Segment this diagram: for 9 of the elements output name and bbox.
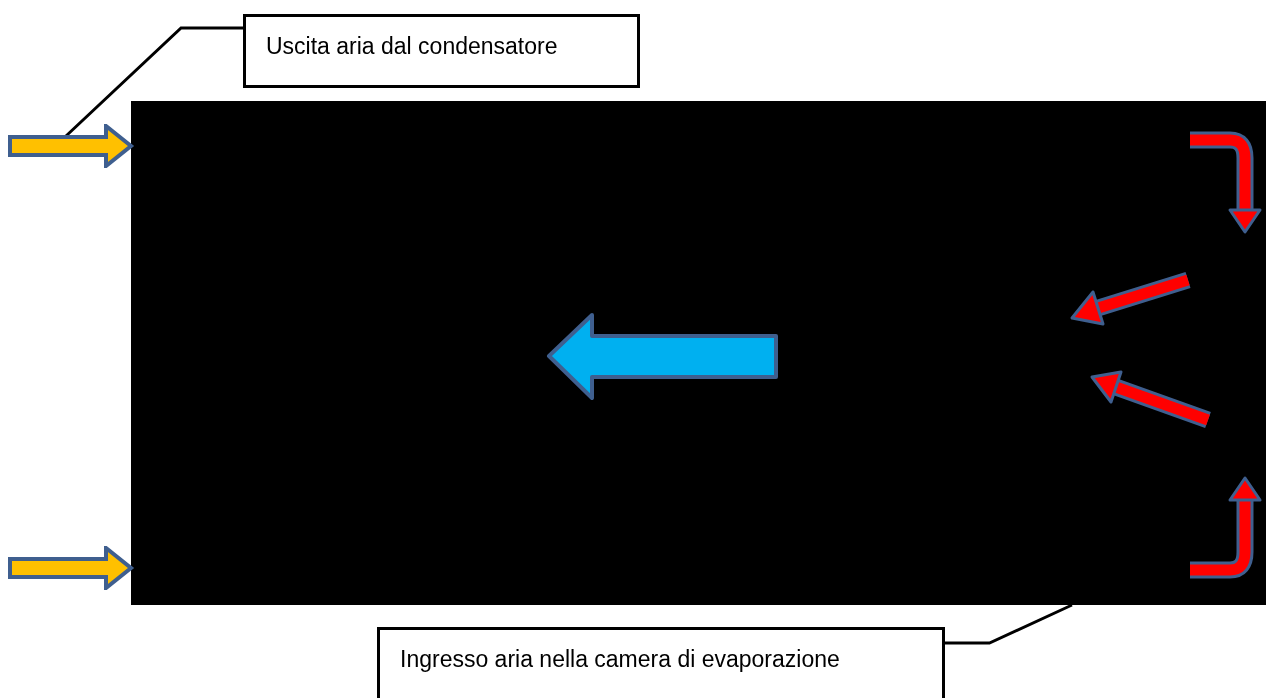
direction-arrow <box>6 546 136 590</box>
callout-text: Uscita aria dal condensatore <box>266 33 558 60</box>
leader-line <box>64 26 243 138</box>
callout-box <box>377 627 945 698</box>
panel <box>131 101 1266 605</box>
leader-line <box>945 603 1073 645</box>
callout-text: Ingresso aria nella camera di evaporazione <box>400 646 840 673</box>
callout-box <box>243 14 640 88</box>
direction-arrow <box>6 124 136 168</box>
